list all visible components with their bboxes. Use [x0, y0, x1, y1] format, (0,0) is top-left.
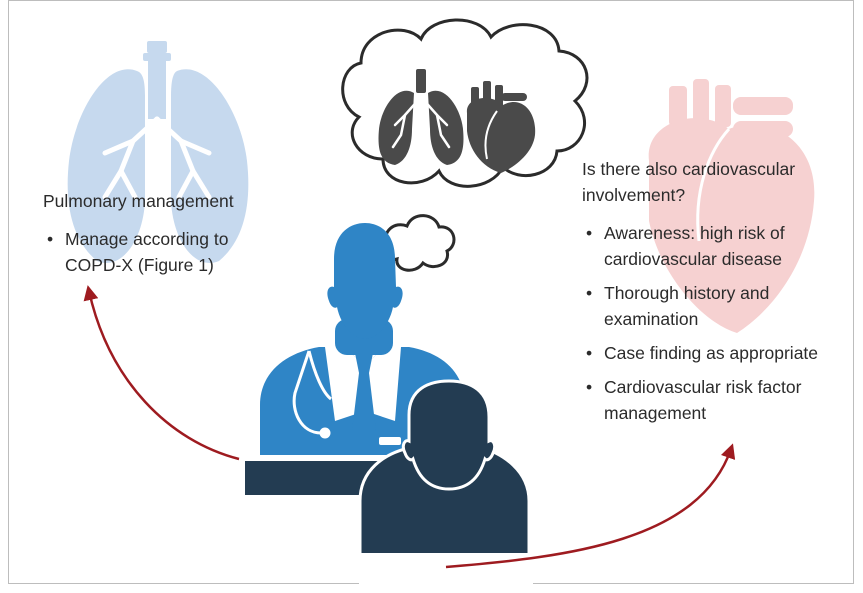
- lungs-thought-icon: [378, 69, 464, 165]
- patient-icon: [358, 379, 533, 585]
- cardiovascular-bullets: Awareness: high risk of cardiovascular d…: [582, 220, 852, 426]
- pulmonary-bullets: Manage according to COPD-X (Figure 1): [43, 226, 283, 278]
- cardiovascular-bullet: Thorough history and examination: [582, 280, 852, 332]
- arrow-to-pulmonary: [83, 285, 240, 461]
- cardiovascular-panel: Is there also cardiovascular involvement…: [582, 156, 852, 434]
- cardiovascular-bullet: Case finding as appropriate: [582, 340, 852, 366]
- cardiovascular-bullet: Awareness: high risk of cardiovascular d…: [582, 220, 852, 272]
- heart-thought-icon: [466, 81, 536, 173]
- pulmonary-bullet: Manage according to COPD-X (Figure 1): [43, 226, 283, 278]
- lungs-background-icon: [67, 41, 249, 263]
- figure-frame: Pulmonary management Manage according to…: [8, 0, 854, 585]
- pulmonary-title: Pulmonary management: [43, 191, 234, 211]
- pulmonary-panel: Pulmonary management Manage according to…: [43, 188, 283, 286]
- cardiovascular-bullet: Cardiovascular risk factor management: [582, 374, 852, 426]
- cardiovascular-title: Is there also cardiovascular involvement…: [582, 159, 796, 205]
- arrow-to-cardiovascular: [445, 443, 736, 569]
